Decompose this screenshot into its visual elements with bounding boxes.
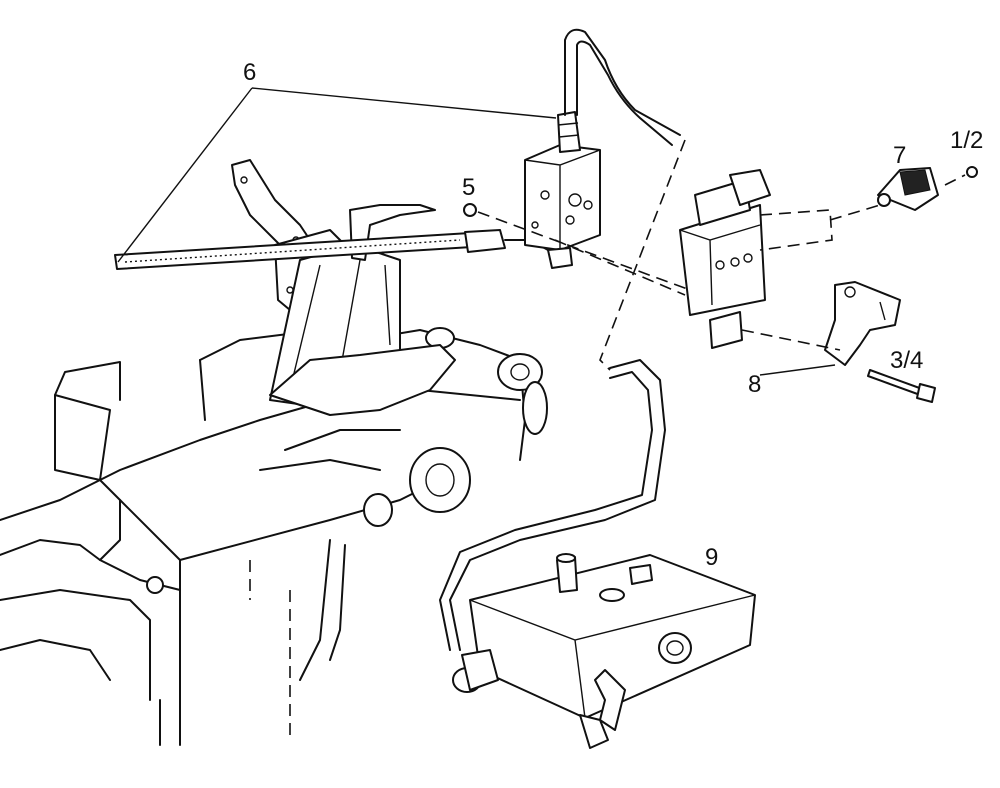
callout-3-4: 3/4 bbox=[890, 347, 923, 374]
axle-housing bbox=[0, 327, 548, 746]
sensor-plug bbox=[877, 167, 939, 211]
solenoid-valve bbox=[679, 169, 771, 349]
upper-pipe bbox=[564, 28, 681, 146]
clamp-bracket bbox=[824, 281, 901, 366]
valve-block bbox=[524, 111, 601, 269]
washer-part-1-2 bbox=[966, 166, 978, 178]
callout-1-2: 1/2 bbox=[950, 127, 983, 154]
callout-9: 9 bbox=[705, 544, 718, 571]
assembly-guide-lines bbox=[477, 139, 966, 371]
hose bbox=[439, 359, 666, 651]
callout-5: 5 bbox=[462, 174, 475, 201]
callout-6: 6 bbox=[243, 59, 256, 86]
tank bbox=[452, 553, 756, 749]
rod-assembly bbox=[114, 229, 556, 270]
mounting-bracket bbox=[231, 159, 456, 416]
leader-lines bbox=[117, 87, 836, 376]
callout-7: 7 bbox=[893, 142, 906, 169]
washer-part-5 bbox=[463, 203, 477, 217]
callout-8: 8 bbox=[748, 371, 761, 398]
bolt bbox=[867, 369, 936, 403]
